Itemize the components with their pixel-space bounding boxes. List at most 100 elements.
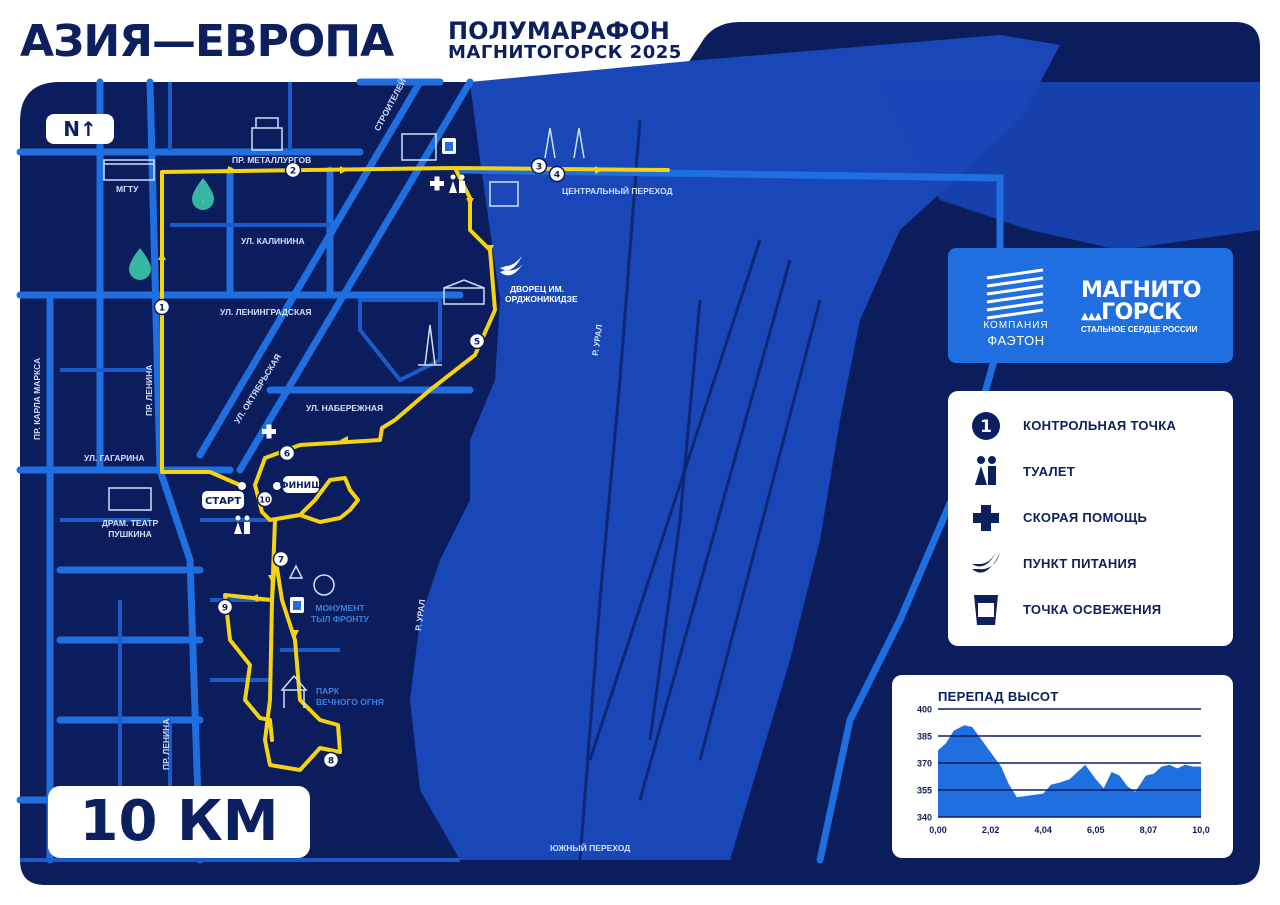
phaeton-name-line-1: КОМПАНИЯ <box>983 320 1049 331</box>
svg-text:1: 1 <box>159 304 165 314</box>
city-name-line-2: ГОРСК <box>1101 300 1182 325</box>
street-label-central-crossing: ЦЕНТРАЛЬНЫЙ ПЕРЕХОД <box>562 186 673 196</box>
y-tick-label: 400 <box>917 705 932 715</box>
event-subtitle: ПОЛУМАРАФОН МАГНИТОГОРСК 2025 <box>448 17 682 64</box>
elevation-area <box>938 725 1201 817</box>
checkpoint-10: 10 <box>256 490 274 508</box>
landmark-label-palace-2: ОРДЖОНИКИДЗЕ <box>505 294 578 304</box>
legend-label-toilet: ТУАЛЕТ <box>1023 464 1076 479</box>
street-label-gagarina: УЛ. ГАГАРИНА <box>84 453 145 463</box>
svg-text:4: 4 <box>554 171 560 181</box>
city-logo: МАГНИТО ▲▲▲ГОРСК <box>1081 280 1201 328</box>
phaeton-logo <box>986 268 1044 320</box>
distance-badge: 10 КМ <box>48 786 310 858</box>
river-channels <box>578 119 822 861</box>
legend-item-toilet: ТУАЛЕТ <box>968 455 1228 489</box>
first-aid-icon <box>430 176 444 191</box>
legend-item-food: ПУНКТ ПИТАНИЯ <box>968 547 1228 581</box>
checkpoint-4: 4 <box>548 165 566 183</box>
minor-streets <box>20 82 460 862</box>
street-label-lenina-bottom: ПР. ЛЕНИНА <box>161 718 171 770</box>
svg-text:9: 9 <box>222 604 228 614</box>
toilet-icon <box>449 174 465 193</box>
landmark-label-mgtu: МГТУ <box>116 184 139 194</box>
landmark-label-monument-1: МОНУМЕНТ <box>315 603 365 613</box>
street-label-karla-marksa: ПР. КАРЛА МАРКСА <box>32 357 42 440</box>
landmark-label-park-2: ВЕЧНОГО ОГНЯ <box>316 697 384 707</box>
first-aid-icon <box>262 424 276 439</box>
svg-text:6: 6 <box>284 450 290 460</box>
y-tick-label: 355 <box>917 786 932 796</box>
toilet-icon <box>234 515 250 534</box>
svg-text:2: 2 <box>290 167 296 177</box>
legend-panel: 1 КОНТРОЛЬНАЯ ТОЧКА ТУАЛЕТ СКОРАЯ ПОМОЩЬ… <box>948 391 1233 646</box>
north-indicator: N↑ <box>46 114 114 144</box>
street-label-south-crossing: ЮЖНЫЙ ПЕРЕХОД <box>550 843 631 853</box>
banana-icon <box>972 549 1000 573</box>
landmark-label-theatre-1: ДРАМ. ТЕАТР <box>101 518 159 528</box>
start-marker: СТАРТ <box>202 482 246 509</box>
route-arrows <box>158 166 603 638</box>
cup-icon <box>974 595 998 625</box>
svg-text:1: 1 <box>980 417 992 437</box>
svg-text:ФИНИШ: ФИНИШ <box>280 481 323 491</box>
sponsor-panel: КОМПАНИЯ ФАЭТОН МАГНИТО ▲▲▲ГОРСК СТАЛЬНО… <box>948 248 1233 363</box>
city-slogan: СТАЛЬНОЕ СЕРДЦЕ РОССИИ <box>1081 325 1198 334</box>
event-title: АЗИЯ—ЕВРОПА <box>20 16 394 67</box>
river-east-arm <box>880 82 1260 250</box>
route-line-finish-loop <box>260 476 360 524</box>
finish-marker: ФИНИШ <box>273 476 322 493</box>
checkpoint-1: 1 <box>153 298 171 316</box>
mountains-icon: ▲▲▲ <box>1081 311 1102 322</box>
refreshment-cup-icon <box>442 138 456 154</box>
street-label-naberezhnaya: УЛ. НАБЕРЕЖНАЯ <box>306 403 384 413</box>
river <box>410 35 1060 860</box>
route-line-north <box>160 166 670 514</box>
legend-label-checkpoint: КОНТРОЛЬНАЯ ТОЧКА <box>1023 418 1177 433</box>
toilet-icon <box>975 456 996 485</box>
subtitle-line-1: ПОЛУМАРАФОН <box>448 17 670 45</box>
legend-label-food: ПУНКТ ПИТАНИЯ <box>1023 556 1137 571</box>
legend-label-refreshment: ТОЧКА ОСВЕЖЕНИЯ <box>1023 602 1162 617</box>
checkpoint-markers: 1 2 3 4 5 6 7 8 9 10 <box>153 157 566 769</box>
checkpoint-2: 2 <box>284 161 302 179</box>
checkpoint-8: 8 <box>322 751 340 769</box>
x-tick-label: 0,00 <box>929 825 947 835</box>
first-aid-icon <box>973 505 999 531</box>
chart-title: ПЕРЕПАД ВЫСОТ <box>938 689 1059 704</box>
checkpoint-5: 5 <box>468 332 486 350</box>
svg-text:3: 3 <box>536 163 542 173</box>
y-tick-label: 385 <box>917 732 932 742</box>
svg-text:СТАРТ: СТАРТ <box>205 496 241 507</box>
street-label-lenina-top: ПР. ЛЕНИНА <box>144 364 154 416</box>
legend-item-checkpoint: 1 КОНТРОЛЬНАЯ ТОЧКА <box>968 409 1228 443</box>
landmark-label-palace-1: ДВОРЕЦ ИМ. <box>510 284 565 294</box>
landmark-building-icons <box>103 117 585 708</box>
landmark-label-park-1: ПАРК <box>316 686 340 696</box>
subtitle-line-2: МАГНИТОГОРСК 2025 <box>448 42 682 63</box>
legend-item-first-aid: СКОРАЯ ПОМОЩЬ <box>968 501 1228 535</box>
banana-icon <box>500 256 524 276</box>
city-name-line-1: МАГНИТО <box>1081 278 1201 303</box>
refreshment-cup-icon <box>290 597 304 613</box>
legend-item-refreshment: ТОЧКА ОСВЕЖЕНИЯ <box>968 593 1228 627</box>
svg-text:10: 10 <box>259 496 271 505</box>
race-route <box>160 166 670 772</box>
svg-text:7: 7 <box>278 556 284 566</box>
checkpoint-9: 9 <box>216 598 234 616</box>
water-drop-icon <box>129 248 151 280</box>
checkpoint-7: 7 <box>272 550 290 568</box>
phaeton-name-line-2: ФАЭТОН <box>987 333 1045 348</box>
y-tick-label: 370 <box>917 759 932 769</box>
x-tick-label: 8,07 <box>1140 825 1158 835</box>
checkpoint-6: 6 <box>278 444 296 462</box>
checkpoint-3: 3 <box>530 157 548 175</box>
x-tick-label: 4,04 <box>1034 825 1052 835</box>
svg-text:8: 8 <box>328 757 334 767</box>
street-label-leningradskaya: УЛ. ЛЕНИНГРАДСКАЯ <box>220 307 312 317</box>
water-drop-icon: . <box>192 178 214 210</box>
street-label-metallurgov: ПР. МЕТАЛЛУРГОВ <box>232 155 312 165</box>
